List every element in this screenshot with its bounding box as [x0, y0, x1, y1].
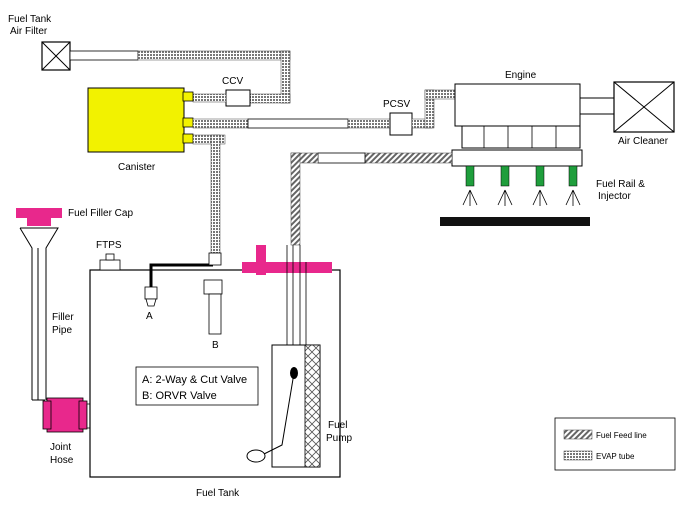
line-legend [554, 417, 676, 471]
air-cleaner [613, 81, 675, 133]
canister-label: Canister [118, 162, 156, 173]
legend-fuel-feed-label: Fuel Feed line [596, 431, 647, 440]
legend-fuel-feed-swatch [563, 429, 593, 440]
valve-b [203, 252, 223, 335]
evap-tube-canister-to-tank [192, 134, 226, 254]
valve-a [144, 263, 213, 307]
fuel-rail-label-line1: Fuel Rail & [596, 179, 645, 190]
fuel-filler-cap-label: Fuel Filler Cap [68, 208, 133, 219]
pcsv-label: PCSV [383, 99, 411, 110]
filler-pipe-label-line2: Pipe [52, 325, 72, 336]
fuel-pump [246, 344, 321, 468]
pcsv-valve [389, 112, 413, 136]
fuel-tank-label: Fuel Tank [196, 488, 240, 499]
engine-label: Engine [505, 70, 537, 81]
evap-tube-pcsv-to-engine [411, 89, 456, 129]
filler-pipe-label-line1: Filler [52, 312, 74, 323]
fuel-rail [440, 149, 590, 226]
joint-hose-label-line2: Hose [50, 455, 74, 466]
ccv-label: CCV [222, 76, 243, 87]
valve-legend-b: B: ORVR Valve [142, 390, 217, 402]
fuel-feed-line [290, 152, 453, 246]
fuel-rail-label-line2: Injector [598, 191, 631, 202]
fuel-pump-label-line1: Fuel [328, 420, 347, 431]
filler-pipe [19, 227, 59, 401]
joint-hose-label-line1: Joint [50, 442, 71, 453]
fuel-filler-cap [16, 208, 62, 226]
fuel-pump-label-line2: Pump [326, 433, 353, 444]
ftps-label: FTPS [96, 240, 122, 251]
canister [87, 87, 194, 153]
filter-outlet-tube [69, 50, 139, 61]
injectors [465, 165, 578, 187]
ccv-valve [225, 89, 251, 107]
ftps-sensor [99, 253, 121, 271]
valve-legend-box [135, 366, 259, 406]
purge-line-canister-to-pcsv [192, 118, 391, 129]
fuel-pump-tubes [286, 245, 307, 345]
air-cleaner-label: Air Cleaner [618, 136, 669, 147]
valve-b-label: B [212, 340, 219, 351]
fuel-tank-air-filter-label-line2: Air Filter [10, 26, 48, 37]
legend-evap-label: EVAP tube [596, 452, 635, 461]
valve-a-label: A [146, 311, 153, 322]
fuel-tank-air-filter [41, 41, 71, 71]
engine [454, 83, 615, 149]
injector-spray-icons [462, 189, 581, 206]
fuel-tank-air-filter-label-line1: Fuel Tank [8, 14, 52, 25]
valve-legend-a: A: 2-Way & Cut Valve [142, 374, 247, 386]
legend-evap-swatch [563, 450, 593, 461]
evap-tube-ccv-to-canister [192, 93, 227, 103]
